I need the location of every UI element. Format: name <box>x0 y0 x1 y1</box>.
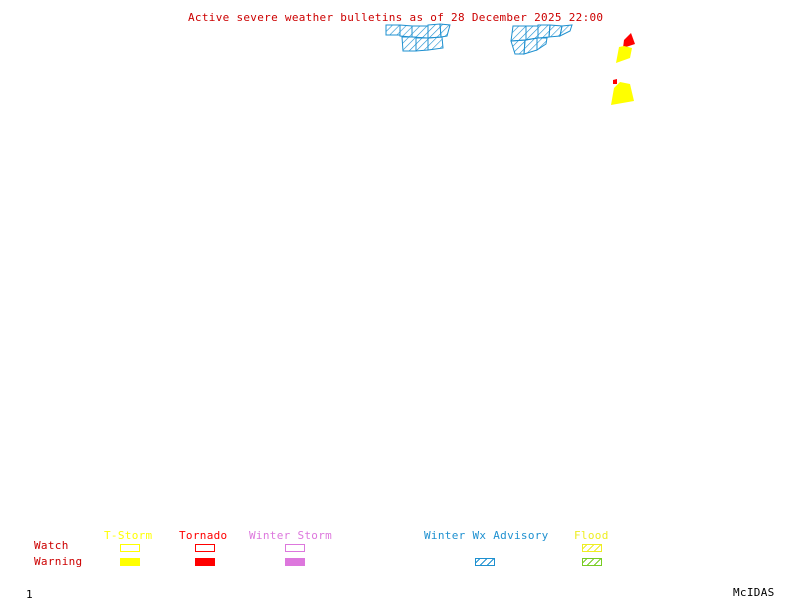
tstorm-warning-area-1 <box>616 46 632 63</box>
legend-tornado-label: Tornado <box>179 529 228 542</box>
winter-advisory-area-1 <box>385 23 451 52</box>
winter-advisory-swatch <box>475 558 495 566</box>
flood-watch-swatch <box>582 544 602 552</box>
winter-advisory-area-2 <box>510 24 573 55</box>
tornado-warning-area-2 <box>613 79 617 84</box>
legend-warning-row-label: Warning <box>34 555 83 568</box>
brand-label: McIDAS <box>733 586 775 599</box>
legend-tstorm-label: T-Storm <box>104 529 153 542</box>
tornado-warning-swatch <box>195 558 215 566</box>
tornado-warning-area-1 <box>623 33 635 48</box>
flood-warning-swatch <box>582 558 602 566</box>
tornado-watch-swatch <box>195 544 215 552</box>
tstorm-warning-area-2 <box>611 82 634 105</box>
winter-storm-warning-swatch <box>285 558 305 566</box>
winter-storm-watch-swatch <box>285 544 305 552</box>
tstorm-warning-swatch <box>120 558 140 566</box>
frame-number: 1 <box>26 588 33 601</box>
bulletin-title: Active severe weather bulletins as of 28… <box>188 11 604 24</box>
legend-winter-storm-label: Winter Storm <box>249 529 333 542</box>
legend-flood-label: Flood <box>574 529 609 542</box>
legend-winter-advisory-label: Winter Wx Advisory <box>424 529 549 542</box>
legend-watch-row-label: Watch <box>34 539 69 552</box>
tstorm-watch-swatch <box>120 544 140 552</box>
